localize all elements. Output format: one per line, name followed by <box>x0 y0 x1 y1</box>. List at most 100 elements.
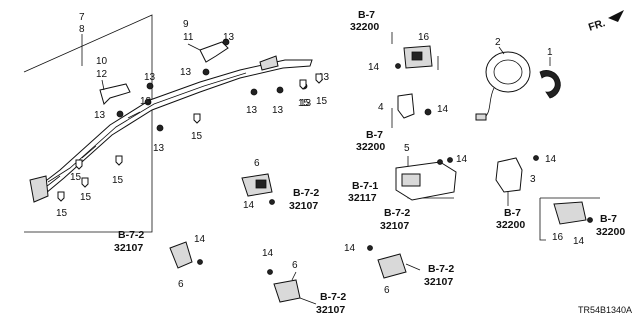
callout-15: 15 <box>56 208 68 219</box>
bolt-icon <box>197 259 203 265</box>
callout-8: 8 <box>79 24 85 35</box>
callout-13: 13 <box>223 32 235 43</box>
cable-reel-inner <box>493 59 523 85</box>
callout-4: 4 <box>378 102 384 113</box>
connector-16-group <box>391 32 439 70</box>
bolt-icon <box>447 157 453 163</box>
bolt-icon <box>395 63 401 69</box>
ref-b72: B-7-2 <box>293 187 319 199</box>
leaders <box>291 271 317 305</box>
clip-icon <box>75 159 83 170</box>
cable-reel <box>485 51 531 93</box>
ref-b71: B-7-1 <box>352 180 378 192</box>
callout-13: 13 <box>180 67 192 78</box>
callout-14: 14 <box>262 248 274 259</box>
ref-32107: 32107 <box>289 200 318 212</box>
clip-icon <box>193 113 201 124</box>
sensor-6a <box>241 173 275 205</box>
callout-6: 6 <box>178 279 184 290</box>
bracket-3 <box>495 155 539 206</box>
ref-b72: B-7-2 <box>384 207 410 219</box>
bolt-icon <box>276 86 284 94</box>
callout-15: 15 <box>298 98 310 109</box>
callout-6: 6 <box>384 285 390 296</box>
callout-9: 9 <box>183 19 189 30</box>
callout-15: 15 <box>316 96 328 107</box>
bolt-icon <box>269 199 275 205</box>
connector <box>553 201 587 225</box>
sensor-1 <box>539 70 561 99</box>
callout-13: 13 <box>246 105 258 116</box>
bolt-icon <box>424 108 432 116</box>
callout-10: 10 <box>96 56 108 67</box>
sensor-6d <box>367 245 421 279</box>
ref-b7: B-7 <box>504 207 521 219</box>
srs-connector <box>401 173 421 187</box>
callout-14: 14 <box>368 62 380 73</box>
connector-socket <box>411 51 423 61</box>
callout-13: 13 <box>144 72 156 83</box>
callout-15: 15 <box>80 192 92 203</box>
impact-sensor <box>273 279 301 303</box>
callout-14: 14 <box>545 154 557 165</box>
bolt-icon <box>267 269 273 275</box>
bolt-icon <box>144 98 152 106</box>
bracket-lower <box>99 83 131 105</box>
bolt-icon <box>367 245 373 251</box>
ref-32107: 32107 <box>316 304 345 316</box>
ref-32107: 32107 <box>424 276 453 288</box>
leader-11 <box>187 43 201 51</box>
ref-b7: B-7 <box>358 9 375 21</box>
bolt-icon <box>587 217 593 223</box>
clip-icon <box>115 155 123 166</box>
ref-b72: B-7-2 <box>320 291 346 303</box>
curtain-airbag-group <box>23 14 313 233</box>
ref-32107: 32107 <box>114 242 143 254</box>
front-direction-arrow: FR. <box>587 10 624 34</box>
bolt-icon <box>156 124 164 132</box>
bracket-4 <box>391 93 432 128</box>
bracket-upper <box>199 41 229 63</box>
diagram-code: TR54B1340A <box>578 305 632 315</box>
callout-11: 11 <box>183 32 194 43</box>
bolt-icon <box>250 88 258 96</box>
impact-sensor <box>169 241 193 269</box>
ref-32200: 32200 <box>596 226 625 238</box>
airbag-end-fitting <box>29 175 49 203</box>
callout-12: 12 <box>96 69 108 80</box>
ref-32107: 32107 <box>380 220 409 232</box>
callout-6: 6 <box>292 260 298 271</box>
callout-16: 16 <box>552 232 564 243</box>
callout-13: 13 <box>300 98 312 109</box>
clip-icon <box>81 177 89 188</box>
clip-icons <box>57 73 323 202</box>
direction-label: FR. <box>587 17 607 34</box>
bolt-icon <box>222 38 230 46</box>
sensor-6b <box>169 241 203 269</box>
bolt-icon <box>533 155 539 161</box>
callout-2: 2 <box>495 37 501 48</box>
callout-14: 14 <box>194 234 206 245</box>
sensor-socket <box>255 179 267 189</box>
callout-5: 5 <box>404 143 410 154</box>
callout-1: 1 <box>547 47 553 58</box>
clip-icon <box>299 79 307 90</box>
clip-icon <box>57 191 65 202</box>
srs-unit-5 <box>395 156 457 201</box>
impact-sensor <box>377 253 407 279</box>
leader-2 <box>498 46 505 55</box>
callout-14: 14 <box>456 154 468 165</box>
bracket <box>397 93 415 119</box>
ref-b7: B-7 <box>366 129 383 141</box>
bracket <box>495 157 523 193</box>
connector-16-lower <box>539 197 600 241</box>
ref-32117: 32117 <box>348 192 377 204</box>
callout-14: 14 <box>243 200 255 211</box>
cable-reel-plug <box>475 113 487 121</box>
callout-13: 13 <box>140 96 152 107</box>
callout-15: 15 <box>70 172 82 183</box>
callout-13: 13 <box>272 105 284 116</box>
ref-b72: B-7-2 <box>118 229 144 241</box>
ref-b7: B-7 <box>600 213 617 225</box>
callout-13: 13 <box>153 143 165 154</box>
